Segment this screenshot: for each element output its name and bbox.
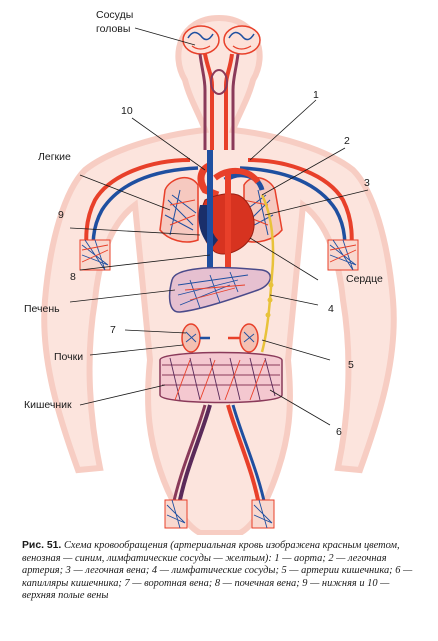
label-n5: 5 <box>348 359 354 371</box>
label-n9: 9 <box>58 209 64 221</box>
liver <box>168 266 271 313</box>
label-n10: 10 <box>121 105 133 117</box>
head-vessels <box>182 25 261 150</box>
intestine <box>159 351 283 404</box>
label-lungs: Легкие <box>38 151 71 163</box>
label-liver: Печень <box>24 303 60 315</box>
figure-caption: Рис. 51. Схема кровообращения (артериаль… <box>22 540 422 603</box>
arm-vessels <box>79 158 359 271</box>
kidneys <box>181 323 259 353</box>
label-n8: 8 <box>70 271 76 283</box>
label-n3: 3 <box>364 177 370 189</box>
label-n4: 4 <box>328 303 334 315</box>
label-n2: 2 <box>344 135 350 147</box>
circulation-diagram: Сосуды головы 10 1 2 3 Легкие 9 Сердце 8… <box>24 9 397 535</box>
label-kidneys: Почки <box>54 351 83 363</box>
label-intestine: Кишечник <box>24 399 72 411</box>
label-n1: 1 <box>313 89 319 101</box>
caption-text: Схема кровообращения (артериальная кровь… <box>22 540 413 602</box>
label-head-vessels-2: головы <box>96 23 130 35</box>
label-n7: 7 <box>110 324 116 336</box>
label-head-vessels-1: Сосуды <box>96 9 133 21</box>
leg-vessels <box>164 404 275 529</box>
caption-figure-number: Рис. 51. <box>22 540 62 551</box>
label-heart: Сердце <box>346 273 383 285</box>
leader-lines <box>69 27 369 426</box>
lungs <box>159 176 283 243</box>
label-n6: 6 <box>336 426 342 438</box>
